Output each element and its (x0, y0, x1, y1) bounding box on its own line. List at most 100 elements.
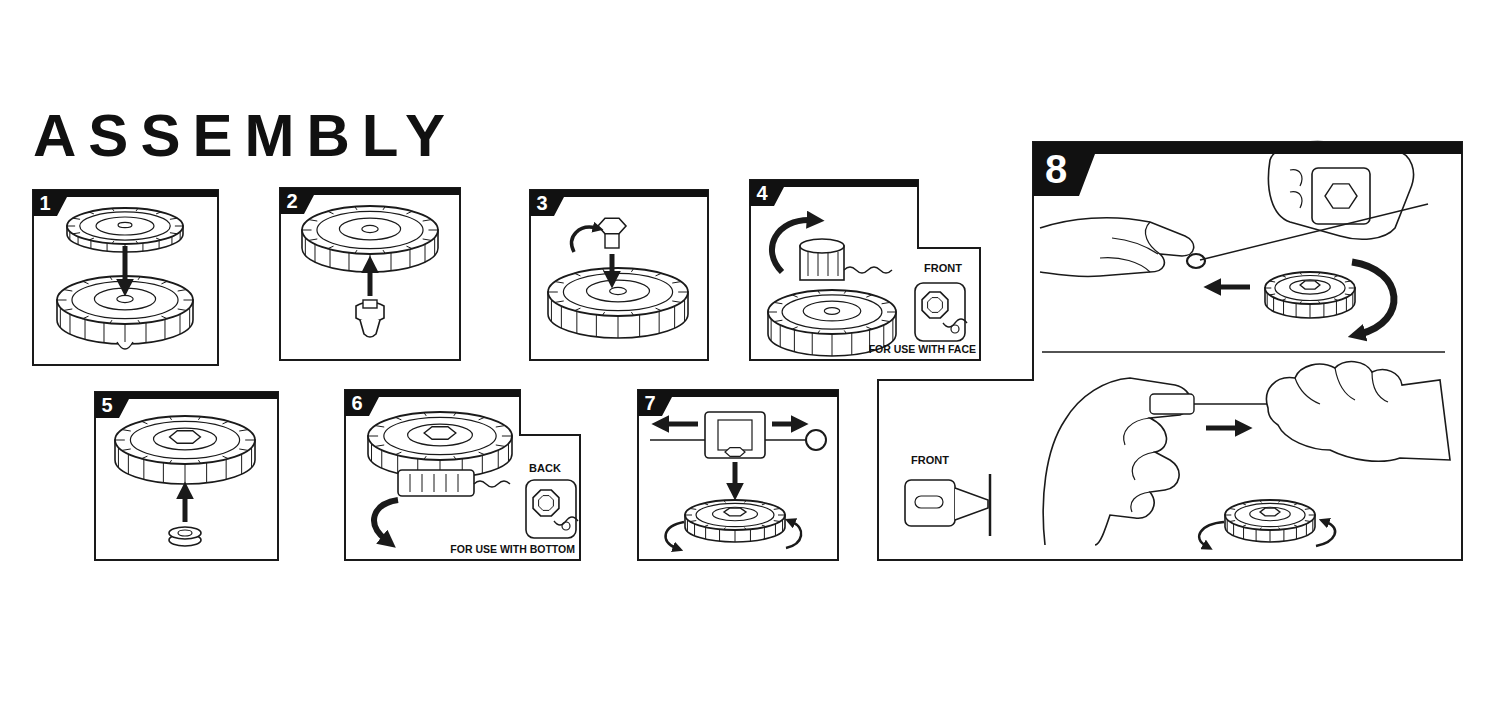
illustration-part (198, 417, 200, 420)
illustration-part (239, 449, 248, 450)
illustration-part (60, 307, 61, 327)
illustration-part (631, 312, 633, 315)
bottom-tool (398, 470, 474, 496)
illustration-part (745, 528, 747, 530)
illustration-part (110, 320, 112, 323)
illustration-part (406, 211, 412, 214)
illustration-part (1306, 524, 1307, 536)
illustration-part (631, 269, 633, 272)
step-number: 8 (1045, 149, 1067, 189)
illustration-part (1279, 500, 1280, 502)
illustration-part (69, 314, 70, 334)
illustration-part (778, 515, 785, 516)
bottom-tool-slot (422, 474, 423, 492)
tip-ring (178, 530, 192, 536)
illustration-part (696, 503, 774, 526)
illustration-part (118, 222, 132, 227)
illustration-part (602, 269, 604, 272)
illustration-part (1233, 524, 1234, 536)
illustration-part (705, 527, 706, 539)
illustration-part (496, 426, 505, 427)
illustration-part (1227, 520, 1228, 532)
illustration-part (656, 273, 662, 276)
illustration-part (587, 280, 650, 302)
illustration-part (1242, 503, 1246, 505)
illustration-part (792, 295, 798, 297)
panel-outline (345, 390, 580, 560)
illustration-part (1225, 515, 1231, 516)
launcher-detail (718, 420, 752, 450)
finger-line (1132, 452, 1155, 480)
illustration-part (818, 291, 820, 294)
illustration-part (85, 319, 86, 339)
illustration-part (128, 454, 129, 474)
illustration-part (302, 230, 312, 231)
illustration-part (1282, 299, 1286, 301)
illustration-part (112, 208, 114, 210)
illustration-part (690, 520, 696, 522)
illustration-part (1273, 297, 1274, 311)
illustration-part (136, 241, 138, 243)
panel-outline (280, 188, 460, 360)
step-panel: 5 (95, 392, 278, 560)
illustration-part (1312, 520, 1313, 532)
launcher-detail (725, 448, 745, 457)
illustration-part (1352, 293, 1353, 307)
panel-border (280, 188, 460, 360)
spinning-top-wheel (1225, 500, 1315, 542)
spinning-top-wheel (1265, 272, 1355, 318)
face-part-slot (828, 252, 829, 276)
text-holder: 1 (39, 193, 50, 213)
panel-header-tab (1033, 142, 1462, 196)
illustration-part (1270, 530, 1271, 542)
illustration-part (142, 243, 143, 251)
illustration-part (454, 413, 456, 416)
illustration-part (832, 334, 833, 356)
rotation-arrow (572, 227, 596, 252)
illustration-part (406, 246, 412, 249)
direction-arrow (610, 254, 615, 276)
direction-arrow (1216, 285, 1250, 290)
rotation-arrow (666, 522, 684, 548)
tip-part (363, 300, 377, 308)
illustration-part (1279, 528, 1280, 530)
illustration-part (502, 436, 512, 437)
part-icon-tail (554, 517, 578, 525)
direction-arrow (123, 246, 128, 284)
text-holder: FRONT (911, 455, 949, 466)
spinning-top-wheel (302, 206, 438, 272)
illustration-part (381, 450, 382, 468)
panel-border (33, 190, 218, 365)
illustration-part (339, 218, 400, 240)
illustration-part (1269, 293, 1275, 295)
bottom-tool-slot (446, 474, 447, 492)
illustration-part (548, 268, 688, 316)
panel-outline (33, 190, 218, 365)
illustration-part (882, 302, 890, 303)
illustration-part (1300, 272, 1301, 274)
illustration-part (170, 218, 177, 219)
illustration-part (1319, 301, 1320, 303)
illustration-part (768, 312, 777, 313)
illustration-part (117, 295, 133, 302)
illustration-part (112, 241, 114, 243)
illustration-part (498, 450, 499, 468)
face-part-slot (808, 252, 809, 276)
text-holder: FOR USE WITH FACE (869, 344, 976, 355)
illustration-part (803, 301, 861, 321)
illustration-part (1235, 503, 1305, 526)
illustration-part (794, 330, 795, 352)
illustration-part (1319, 272, 1320, 274)
illustration-part (1309, 515, 1315, 516)
illustration-part (724, 500, 726, 502)
illustration-part (844, 291, 846, 294)
illustration-part (824, 308, 839, 315)
illustration-part (223, 421, 229, 424)
illustration-part (672, 282, 681, 283)
illustration-part (561, 306, 562, 328)
illustration-part (576, 311, 577, 333)
illustration-part (659, 311, 660, 333)
rotation-arrow (374, 500, 398, 540)
rotation-arrow (772, 220, 812, 272)
illustration-part (1283, 529, 1284, 541)
